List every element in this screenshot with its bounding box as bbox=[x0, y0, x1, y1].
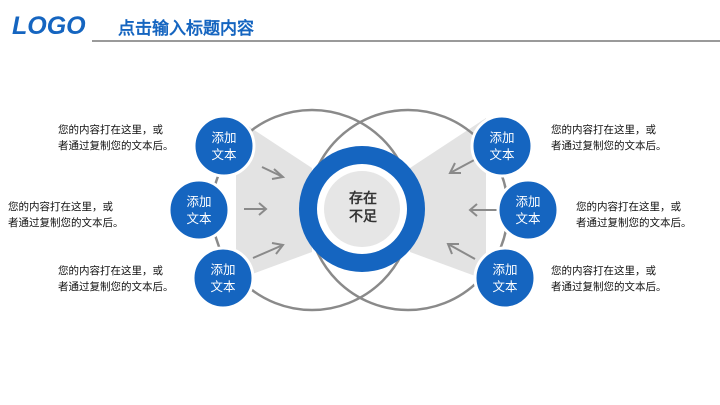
description-right-bottom[interactable]: 您的内容打在这里，或 者通过复制您的文本后。 bbox=[551, 263, 701, 295]
node-label-line: 添加 bbox=[210, 262, 236, 277]
description-right-middle[interactable]: 您的内容打在这里，或 者通过复制您的文本后。 bbox=[576, 199, 720, 231]
slide-header: LOGO 点击输入标题内容 bbox=[0, 0, 720, 46]
description-line: 者通过复制您的文本后。 bbox=[58, 281, 174, 293]
description-line: 者通过复制您的文本后。 bbox=[551, 140, 667, 152]
node-label-line: 添加 bbox=[186, 194, 212, 209]
node-label-line: 文本 bbox=[211, 147, 237, 162]
header-divider bbox=[92, 40, 720, 42]
node-label-line: 添加 bbox=[489, 130, 515, 145]
node-circle-left-middle[interactable] bbox=[167, 178, 231, 242]
right-fan-shape bbox=[410, 118, 486, 280]
center-label-line: 存在 bbox=[349, 191, 377, 207]
center-inner-disc bbox=[324, 171, 400, 247]
node-label-line: 文本 bbox=[492, 279, 518, 294]
description-line: 者通过复制您的文本后。 bbox=[551, 281, 667, 293]
description-line: 者通过复制您的文本后。 bbox=[58, 140, 174, 152]
node-label-line: 文本 bbox=[186, 211, 212, 226]
node-label-right-top: 添加 文本 bbox=[474, 129, 530, 163]
center-label-line: 不足 bbox=[349, 209, 377, 225]
description-left-top[interactable]: 您的内容打在这里，或 者通过复制您的文本后。 bbox=[58, 122, 208, 154]
node-label-right-bottom: 添加 文本 bbox=[477, 261, 533, 295]
description-left-middle[interactable]: 您的内容打在这里，或 者通过复制您的文本后。 bbox=[8, 199, 158, 231]
center-label: 存在 不足 bbox=[336, 190, 390, 226]
node-circle-left-bottom[interactable] bbox=[191, 246, 255, 310]
node-circle-right-top[interactable] bbox=[470, 114, 534, 178]
logo: LOGO bbox=[12, 12, 86, 40]
left-fan-shape bbox=[236, 118, 312, 280]
node-label-left-top: 添加 文本 bbox=[196, 129, 252, 163]
description-left-bottom[interactable]: 您的内容打在这里，或 者通过复制您的文本后。 bbox=[58, 263, 208, 295]
node-label-line: 添加 bbox=[515, 194, 541, 209]
node-circle-left-top[interactable] bbox=[192, 114, 256, 178]
description-right-top[interactable]: 您的内容打在这里，或 者通过复制您的文本后。 bbox=[551, 122, 701, 154]
node-label-line: 文本 bbox=[489, 147, 515, 162]
node-label-line: 文本 bbox=[515, 211, 541, 226]
node-label-right-middle: 添加 文本 bbox=[500, 193, 556, 227]
description-line: 者通过复制您的文本后。 bbox=[8, 217, 124, 229]
slide-title[interactable]: 点击输入标题内容 bbox=[118, 19, 254, 39]
right-arrows bbox=[446, 157, 498, 260]
description-line: 您的内容打在这里，或 bbox=[58, 265, 163, 277]
description-line: 您的内容打在这里，或 bbox=[576, 201, 681, 213]
node-label-line: 添加 bbox=[492, 262, 518, 277]
node-label-left-bottom: 添加 文本 bbox=[195, 261, 251, 295]
node-label-line: 文本 bbox=[210, 279, 236, 294]
node-label-line: 添加 bbox=[211, 130, 237, 145]
node-circle-right-middle[interactable] bbox=[496, 178, 560, 242]
description-line: 者通过复制您的文本后。 bbox=[576, 217, 692, 229]
node-circle-right-bottom[interactable] bbox=[473, 246, 537, 310]
description-line: 您的内容打在这里，或 bbox=[551, 265, 656, 277]
node-label-left-middle: 添加 文本 bbox=[171, 193, 227, 227]
description-line: 您的内容打在这里，或 bbox=[551, 124, 656, 136]
description-line: 您的内容打在这里，或 bbox=[8, 201, 113, 213]
left-arrows bbox=[244, 166, 286, 259]
description-line: 您的内容打在这里，或 bbox=[58, 124, 163, 136]
